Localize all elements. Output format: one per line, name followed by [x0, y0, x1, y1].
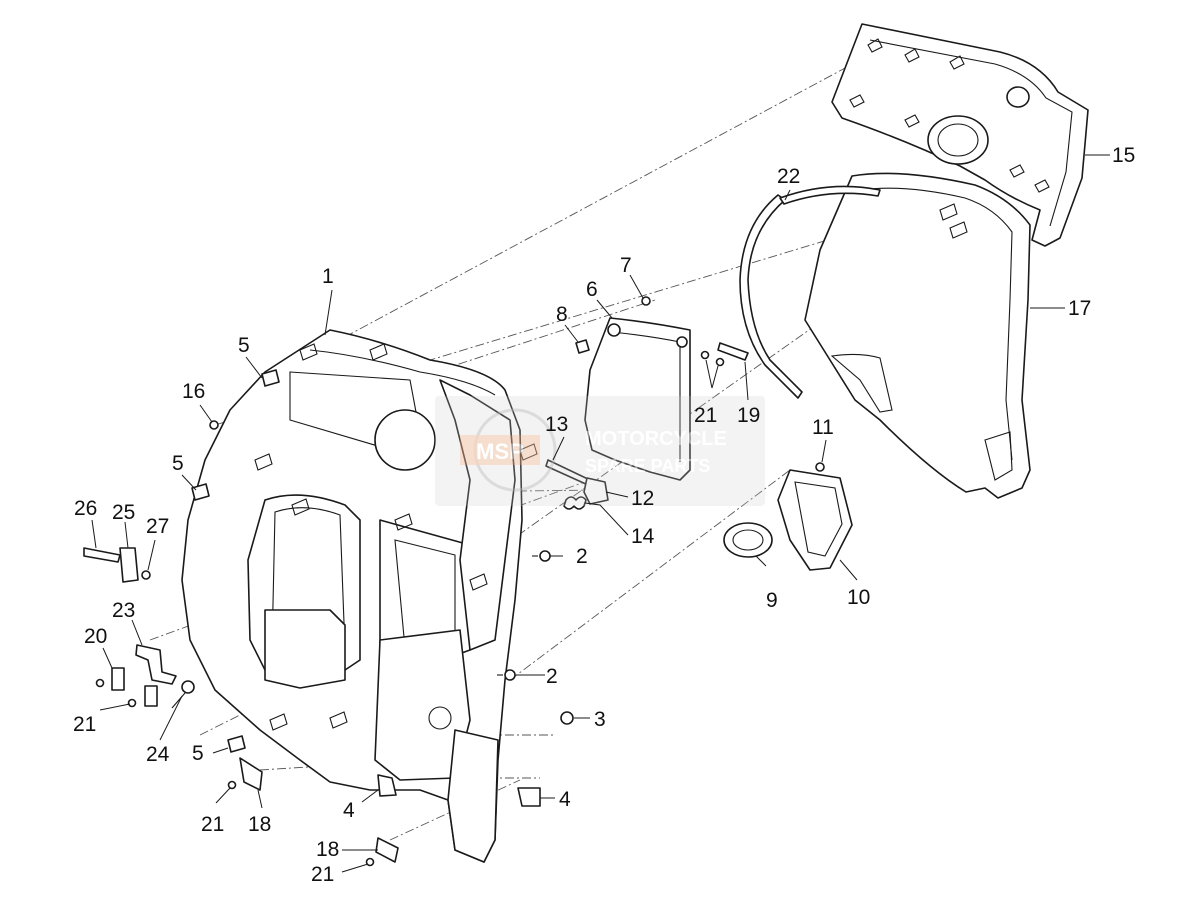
watermark-line1: MOTORCYCLE	[585, 428, 727, 450]
part-10-housing	[777, 469, 853, 571]
callout-2-lower: 2	[546, 665, 558, 688]
watermark-line2: SPARE PARTS	[585, 456, 710, 476]
callout-26: 26	[74, 497, 97, 520]
watermark-logo: MSP	[476, 439, 524, 464]
part-1-legshield	[181, 329, 538, 863]
callout-18-left: 18	[248, 813, 271, 836]
callout-20: 20	[84, 625, 107, 648]
callout-21-upper-right: 21	[694, 404, 717, 427]
callout-21-left: 21	[73, 713, 96, 736]
callout-10: 10	[847, 586, 870, 609]
callout-22: 22	[777, 165, 800, 188]
callout-14: 14	[631, 525, 655, 548]
callout-4-right: 4	[559, 788, 571, 811]
leader-lines	[91, 154, 1110, 873]
callout-7: 7	[620, 254, 632, 277]
callout-11: 11	[812, 416, 834, 439]
callout-labels: 1 2 2 3 4 4 5 5 5 6 7 8 9 10 11 12 13 14…	[73, 144, 1135, 886]
fasteners	[83, 296, 825, 867]
callout-3: 3	[594, 708, 606, 731]
callout-9: 9	[766, 589, 778, 612]
callout-27: 27	[146, 515, 169, 538]
callout-16: 16	[182, 380, 205, 403]
callout-12: 12	[631, 487, 654, 510]
callout-25: 25	[112, 501, 135, 524]
callout-1: 1	[322, 265, 334, 288]
part-9-grommet	[723, 522, 773, 558]
callout-5-middle: 5	[172, 452, 184, 475]
callout-21-bottom: 21	[311, 863, 334, 886]
callout-21-bottom-left: 21	[201, 813, 224, 836]
callout-5-bottom: 5	[192, 742, 204, 765]
callout-2-upper: 2	[576, 545, 588, 568]
callout-5-top: 5	[238, 334, 250, 357]
watermark: MSP MOTORCYCLE SPARE PARTS	[435, 396, 765, 506]
callout-8: 8	[556, 303, 568, 326]
callout-4-left: 4	[343, 799, 355, 822]
part-6-cover-plate	[584, 317, 691, 481]
callout-23: 23	[112, 599, 135, 622]
part-15-upper-cover	[831, 23, 1089, 247]
callout-18-bottom: 18	[316, 838, 339, 861]
callout-24: 24	[146, 743, 170, 766]
callout-15: 15	[1112, 144, 1135, 167]
part-22-seal-strip	[739, 185, 881, 399]
callout-13: 13	[545, 413, 568, 436]
part-17-inner-panel	[804, 172, 1031, 499]
callout-19: 19	[737, 404, 760, 427]
callout-17: 17	[1068, 297, 1091, 320]
callout-6: 6	[586, 278, 598, 301]
